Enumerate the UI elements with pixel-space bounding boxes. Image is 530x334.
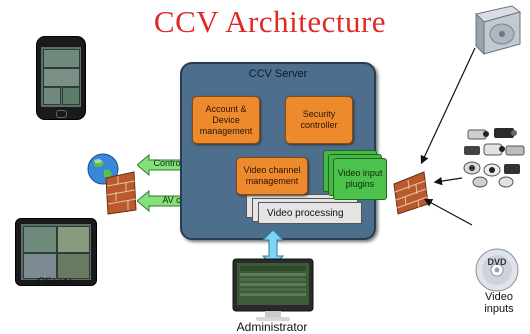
input-arrows [420,47,476,226]
administrator-link-arrow [262,230,284,266]
svg-text:DVD: DVD [487,257,507,267]
cameras-icon [463,128,525,188]
video-input-plugins-box: Video input plugins [333,158,387,200]
smartphone-icon [36,36,86,120]
administrator-label: Administrator [236,320,308,334]
hard-drive-icon [475,5,522,56]
firewall-icon [105,171,137,215]
video-channel-management-box: Video channel management [236,157,308,195]
monitor-icon [232,258,314,321]
video-processing-label: Video processing [267,207,344,219]
dvd-icon: DVD [475,248,519,292]
clients-label: Clients [36,275,74,289]
video-inputs-label: Video inputs [484,291,514,315]
account-device-management-box: Account & Device management [192,96,260,144]
video-processing-box: Video processing [258,202,362,224]
diagram-title: CCV Architecture [153,4,387,39]
security-controller-box: Security controller [285,96,353,144]
server-title: CCV Server [248,68,308,80]
globe-icon [87,153,119,185]
tablet-icon [15,218,97,286]
